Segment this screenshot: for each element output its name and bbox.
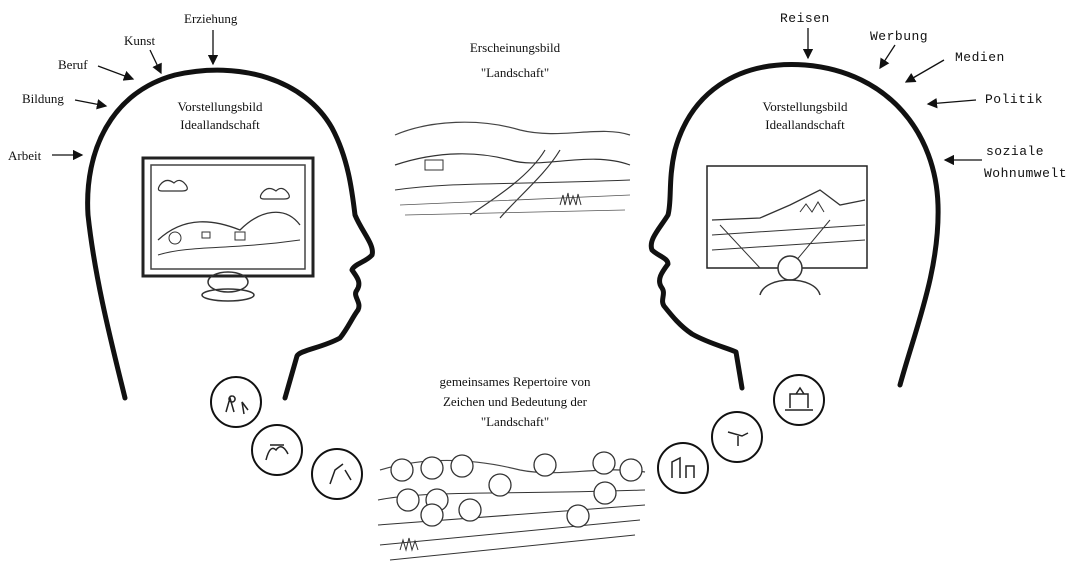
repertoire-caption-line3: "Landschaft"	[480, 414, 550, 430]
left-head-caption: Vorstellungsbild Ideallandschaft	[150, 98, 290, 133]
shared-repertoire-landscape-sketch	[377, 451, 646, 561]
repertoire-caption-line2: Zeichen und Bedeutung der	[442, 394, 588, 410]
left-ideal-landscape-picture	[141, 156, 315, 302]
label-wohnumwelt: Wohnumwelt	[984, 166, 1068, 181]
left-influence-arrows	[52, 30, 219, 161]
right-ideal-landscape-picture	[706, 165, 868, 296]
appearance-caption-line2: "Landschaft"	[480, 64, 550, 80]
label-erziehung: Erziehung	[184, 11, 238, 26]
left-caption-line2: Ideallandschaft	[180, 116, 260, 132]
right-sign-circles	[657, 374, 825, 494]
repertoire-caption: gemeinsames Repertoire von Zeichen und B…	[410, 372, 620, 432]
right-head-outline	[648, 62, 941, 391]
label-arbeit: Arbeit	[8, 148, 42, 163]
repertoire-caption-line1: gemeinsames Repertoire von	[439, 374, 591, 389]
right-caption-line1: Vorstellungsbild	[762, 99, 848, 114]
appearance-caption: Erscheinungsbild "Landschaft"	[440, 36, 590, 85]
left-sign-circles	[210, 376, 363, 500]
appearance-caption-line1: Erscheinungsbild	[469, 40, 561, 55]
label-werbung: Werbung	[870, 29, 929, 44]
label-politik: Politik	[985, 92, 1044, 107]
label-bildung: Bildung	[22, 91, 64, 106]
left-head-outline	[85, 67, 375, 401]
right-influence-arrows	[802, 28, 982, 166]
appearance-landscape-sketch	[394, 121, 631, 219]
label-reisen: Reisen	[780, 11, 830, 26]
left-caption-line1: Vorstellungsbild	[177, 99, 263, 114]
label-soziale: soziale	[986, 144, 1045, 159]
label-medien: Medien	[955, 50, 1005, 65]
label-beruf: Beruf	[58, 57, 88, 72]
label-kunst: Kunst	[124, 33, 156, 48]
right-caption-line2: Ideallandschaft	[765, 116, 845, 132]
right-head-caption: Vorstellungsbild Ideallandschaft	[735, 98, 875, 133]
